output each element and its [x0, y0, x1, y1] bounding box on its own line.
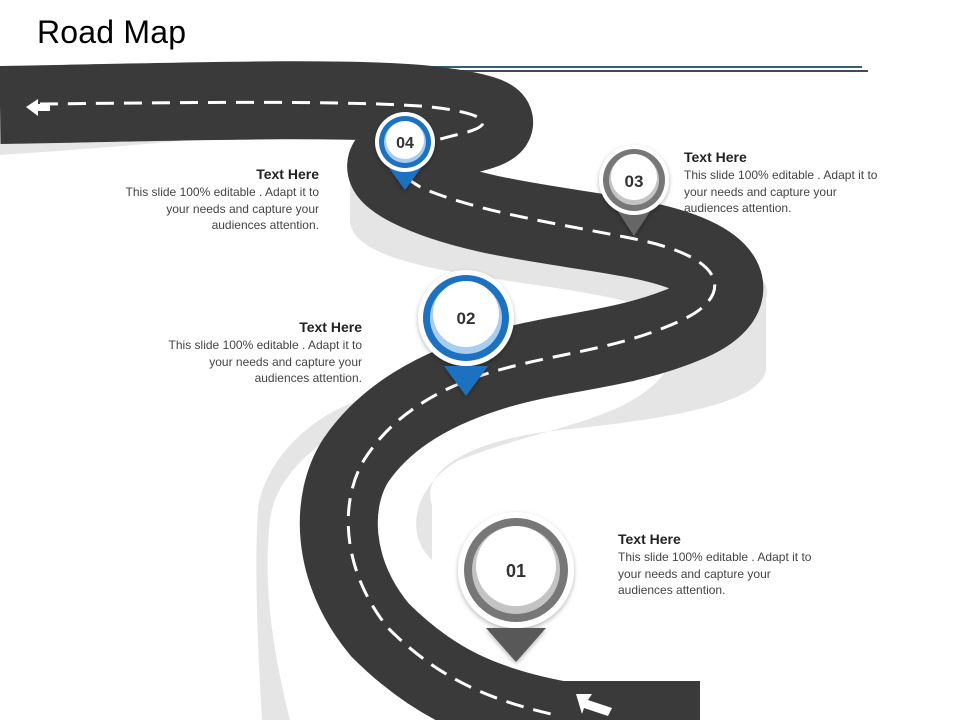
milestone-pin-03 [599, 145, 669, 236]
lane-marking [39, 100, 717, 718]
milestone-description: This slide 100% editable . Adapt it to y… [122, 337, 362, 387]
description-line: your needs and capture your [684, 184, 837, 199]
road-side-lower [256, 400, 360, 720]
road-arrow-end [576, 694, 612, 716]
description-line: audiences attention. [684, 201, 792, 215]
milestone-description: This slide 100% editable . Adapt it to y… [79, 184, 319, 234]
road [0, 61, 763, 720]
milestone-text-03: Text Here This slide 100% editable . Ada… [684, 148, 909, 217]
milestone-text-04: Text Here This slide 100% editable . Ada… [79, 165, 319, 234]
description-line: This slide 100% editable . Adapt it to [125, 185, 319, 199]
milestone-heading: Text Here [299, 319, 362, 335]
milestone-text-01: Text Here This slide 100% editable . Ada… [618, 530, 843, 599]
milestone-heading: Text Here [684, 149, 747, 165]
milestone-text-02: Text Here This slide 100% editable . Ada… [122, 318, 362, 387]
description-line: audiences attention. [211, 218, 319, 232]
milestone-number-03: 03 [625, 172, 644, 191]
description-line: audiences attention. [254, 371, 362, 385]
milestone-heading: Text Here [256, 166, 319, 182]
page-title: Road Map [37, 14, 187, 50]
milestone-number-01: 01 [506, 561, 526, 581]
road-arrow-start [26, 99, 50, 116]
description-line: your needs and capture your [618, 566, 771, 581]
milestone-description: This slide 100% editable . Adapt it to y… [684, 167, 909, 217]
milestone-pin-04 [375, 112, 435, 190]
description-line: This slide 100% editable . Adapt it to [168, 338, 362, 352]
milestone-pin-01 [458, 512, 574, 662]
milestone-number-04: 04 [396, 135, 414, 152]
milestone-heading: Text Here [618, 531, 681, 547]
description-line: your needs and capture your [209, 354, 362, 369]
milestone-number-02: 02 [457, 309, 476, 328]
milestone-pin-02 [418, 270, 514, 396]
description-line: your needs and capture your [166, 201, 319, 216]
description-line: audiences attention. [618, 583, 726, 597]
milestone-description: This slide 100% editable . Adapt it to y… [618, 549, 843, 599]
description-line: This slide 100% editable . Adapt it to [684, 168, 878, 182]
description-line: This slide 100% editable . Adapt it to [618, 550, 812, 564]
